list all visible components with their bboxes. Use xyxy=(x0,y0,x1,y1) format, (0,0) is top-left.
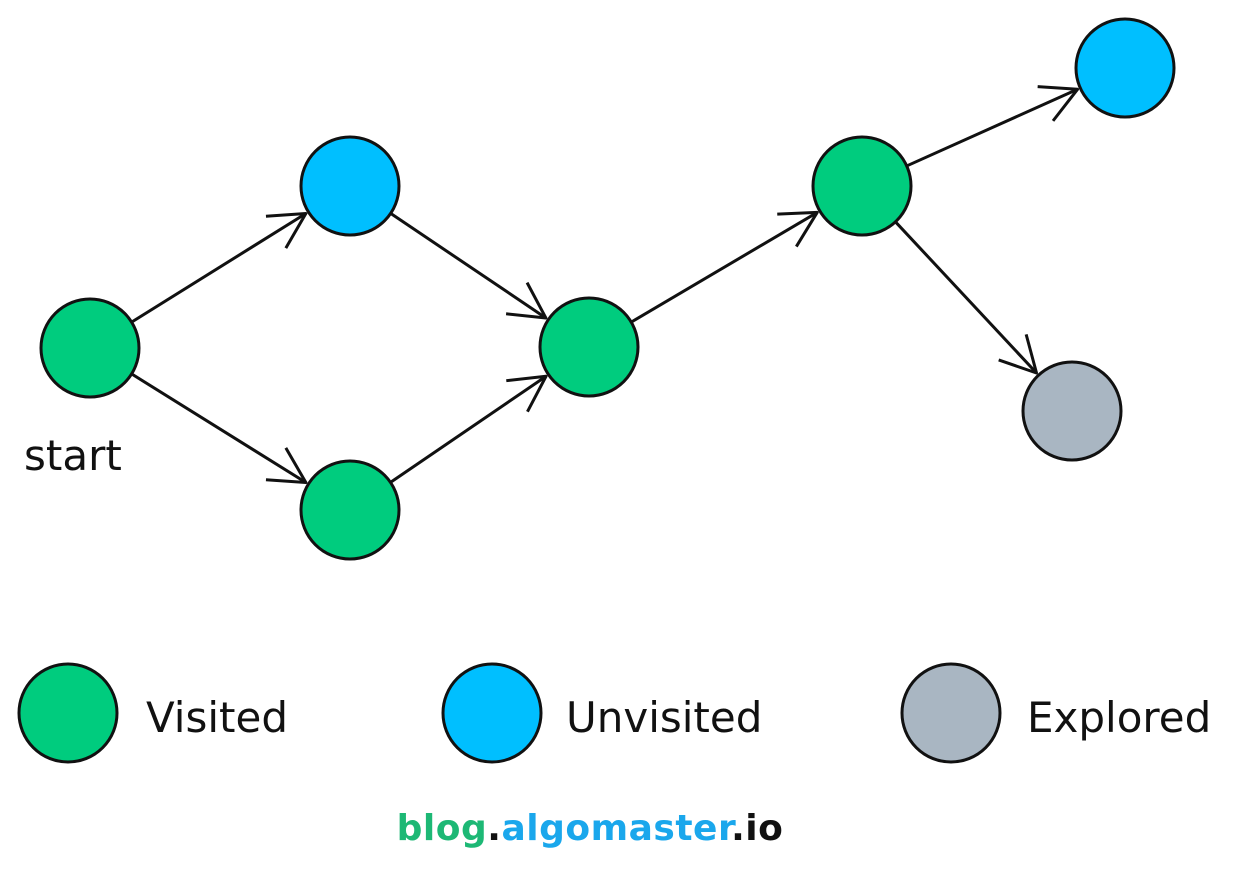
edges-layer xyxy=(130,85,1080,485)
edge-n5-n7 xyxy=(894,220,1038,375)
node-n5-visited xyxy=(811,135,913,237)
legend-explored-swatch xyxy=(900,662,1002,764)
legend: Visited Unvisited Explored xyxy=(17,662,1211,764)
brand-footer: blog.algomaster.io xyxy=(0,808,1180,849)
arrowhead-n3-n4 xyxy=(506,374,548,413)
arrowhead-n2-n4 xyxy=(505,281,548,320)
legend-visited-label: Visited xyxy=(146,693,288,742)
edge-n2-n4 xyxy=(389,212,547,320)
edge-n1-n2 xyxy=(130,212,307,324)
brand-dot-2: . xyxy=(731,808,746,849)
legend-explored-label: Explored xyxy=(1027,693,1211,742)
arrowhead-n4-n5 xyxy=(777,210,819,248)
legend-unvisited-label: Unvisited xyxy=(566,693,762,742)
node-n1-visited xyxy=(39,297,141,399)
brand-io: io xyxy=(745,808,784,849)
node-n2-unvisited xyxy=(299,135,401,237)
arrowhead-n1-n2 xyxy=(265,211,308,249)
arrowhead-n5-n7 xyxy=(998,333,1039,375)
node-n6-unvisited xyxy=(1074,17,1176,119)
legend-visited-swatch xyxy=(17,662,119,764)
node-n3-visited xyxy=(299,459,401,561)
brand-algomaster: algomaster xyxy=(501,808,732,849)
start-label: start xyxy=(24,431,122,480)
edge-n4-n5 xyxy=(630,211,818,324)
node-n4-visited xyxy=(538,296,640,398)
edge-n3-n4 xyxy=(389,375,547,484)
arrowhead-n1-n3 xyxy=(265,447,308,485)
node-n7-explored xyxy=(1021,360,1123,462)
arrowhead-n5-n6 xyxy=(1037,85,1080,122)
brand-dot-1: . xyxy=(487,808,502,849)
brand-blog: blog xyxy=(396,808,488,849)
edge-n5-n6 xyxy=(906,87,1079,168)
nodes-layer xyxy=(39,17,1176,561)
edge-n1-n3 xyxy=(130,372,307,484)
legend-unvisited-swatch xyxy=(441,662,543,764)
